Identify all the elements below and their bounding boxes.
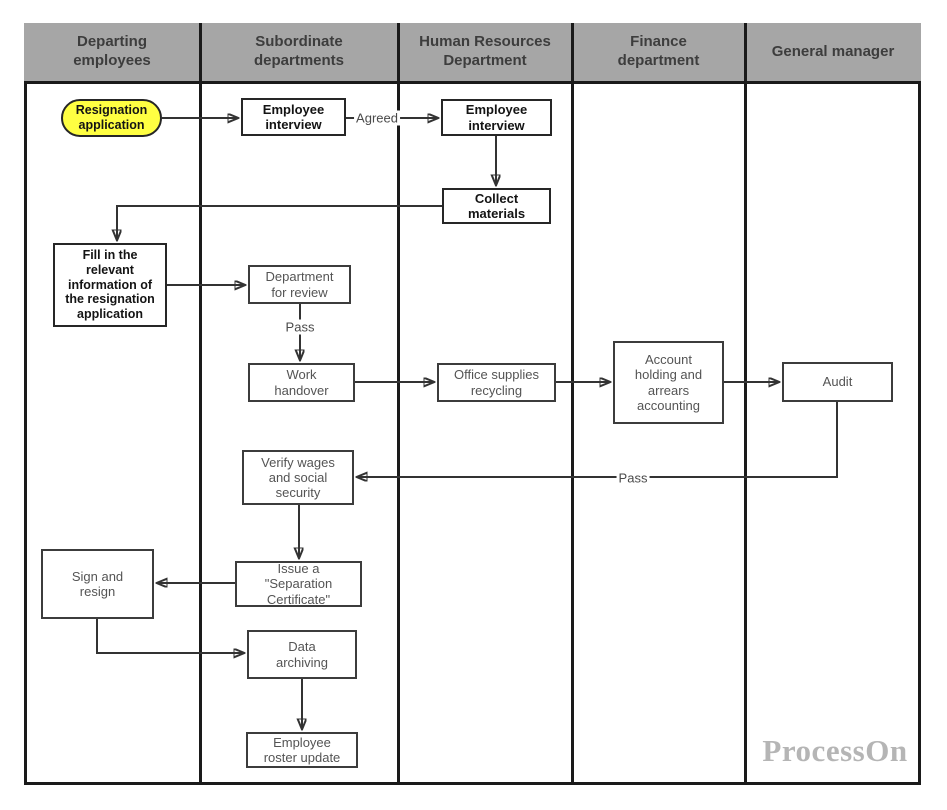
- lane-header-finance: Finance department: [617, 33, 700, 69]
- swimlane-header-row: Departing employees Subordinate departme…: [24, 23, 921, 84]
- lane-header-human-resources: Human Resources Department: [419, 33, 551, 69]
- edge-audit-to-verify-wages: [357, 402, 838, 477]
- node-department-for-review: Department for review: [248, 265, 351, 304]
- lane-divider: [744, 23, 747, 785]
- node-office-supplies-recycling: Office supplies recycling: [437, 363, 556, 402]
- lane-divider: [199, 23, 202, 785]
- lane-header-departing-employees: Departing employees: [73, 33, 151, 69]
- node-verify-wages-social-security: Verify wages and social security: [242, 450, 354, 505]
- processon-watermark: ProcessOn: [762, 733, 908, 768]
- edge-label-agreed: Agreed: [354, 110, 400, 126]
- node-sign-and-resign: Sign and resign: [41, 549, 154, 619]
- node-work-handover: Work handover: [248, 363, 355, 402]
- lane-divider: [397, 23, 400, 785]
- edge-collect-to-fill-in: [117, 205, 442, 240]
- node-employee-roster-update: Employee roster update: [246, 732, 358, 768]
- node-account-holding-arrears-accounting: Account holding and arrears accounting: [613, 341, 724, 424]
- node-hr-employee-interview: Employee interview: [441, 99, 552, 136]
- node-audit: Audit: [782, 362, 893, 402]
- edge-sign-to-archiving: [96, 619, 244, 653]
- node-resignation-application: Resignation application: [61, 99, 162, 137]
- node-collect-materials: Collect materials: [442, 188, 551, 224]
- edge-label-pass-review: Pass: [283, 319, 317, 335]
- node-data-archiving: Data archiving: [247, 630, 357, 679]
- node-fill-in-resignation-information: Fill in the relevant information of the …: [53, 243, 167, 327]
- lane-header-general-manager: General manager: [771, 42, 895, 60]
- lane-header-subordinate-departments: Subordinate departments: [253, 33, 345, 69]
- node-subordinate-employee-interview: Employee interview: [241, 98, 346, 136]
- edge-label-pass-audit: Pass: [616, 470, 650, 486]
- lane-divider: [571, 23, 574, 785]
- node-issue-separation-certificate: Issue a "Separation Certificate": [235, 561, 362, 607]
